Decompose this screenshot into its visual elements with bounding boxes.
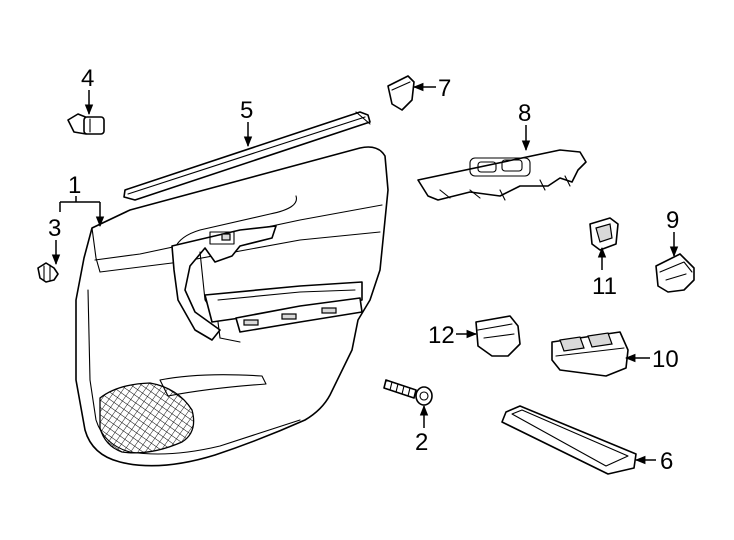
belt-molding [123, 111, 371, 201]
callout-3: 3 [48, 215, 61, 242]
callout-5: 5 [240, 97, 253, 124]
screw-2 [383, 379, 433, 406]
callout-10: 10 [652, 346, 679, 373]
switch-bezel [417, 149, 587, 201]
leader-lines [51, 82, 679, 465]
door-trim-panel [75, 146, 389, 467]
callout-9: 9 [666, 207, 679, 234]
cover-7 [387, 75, 415, 111]
callout-11: 11 [592, 273, 617, 300]
callout-6: 6 [660, 448, 673, 475]
switch-12 [475, 315, 521, 357]
callout-8: 8 [518, 100, 531, 127]
callout-12: 12 [428, 322, 455, 349]
switch-11 [589, 217, 619, 251]
callout-1: 1 [68, 172, 81, 199]
clip-3 [37, 262, 59, 283]
callout-labels: 1 2 3 4 5 6 7 8 9 10 11 12 [48, 65, 679, 475]
callout-4: 4 [81, 65, 94, 92]
switch-9 [655, 253, 695, 293]
master-switch [551, 331, 629, 377]
callout-7: 7 [438, 75, 451, 102]
callout-2: 2 [415, 429, 428, 456]
trim-plate-6 [501, 405, 637, 475]
clip-4 [67, 113, 105, 135]
